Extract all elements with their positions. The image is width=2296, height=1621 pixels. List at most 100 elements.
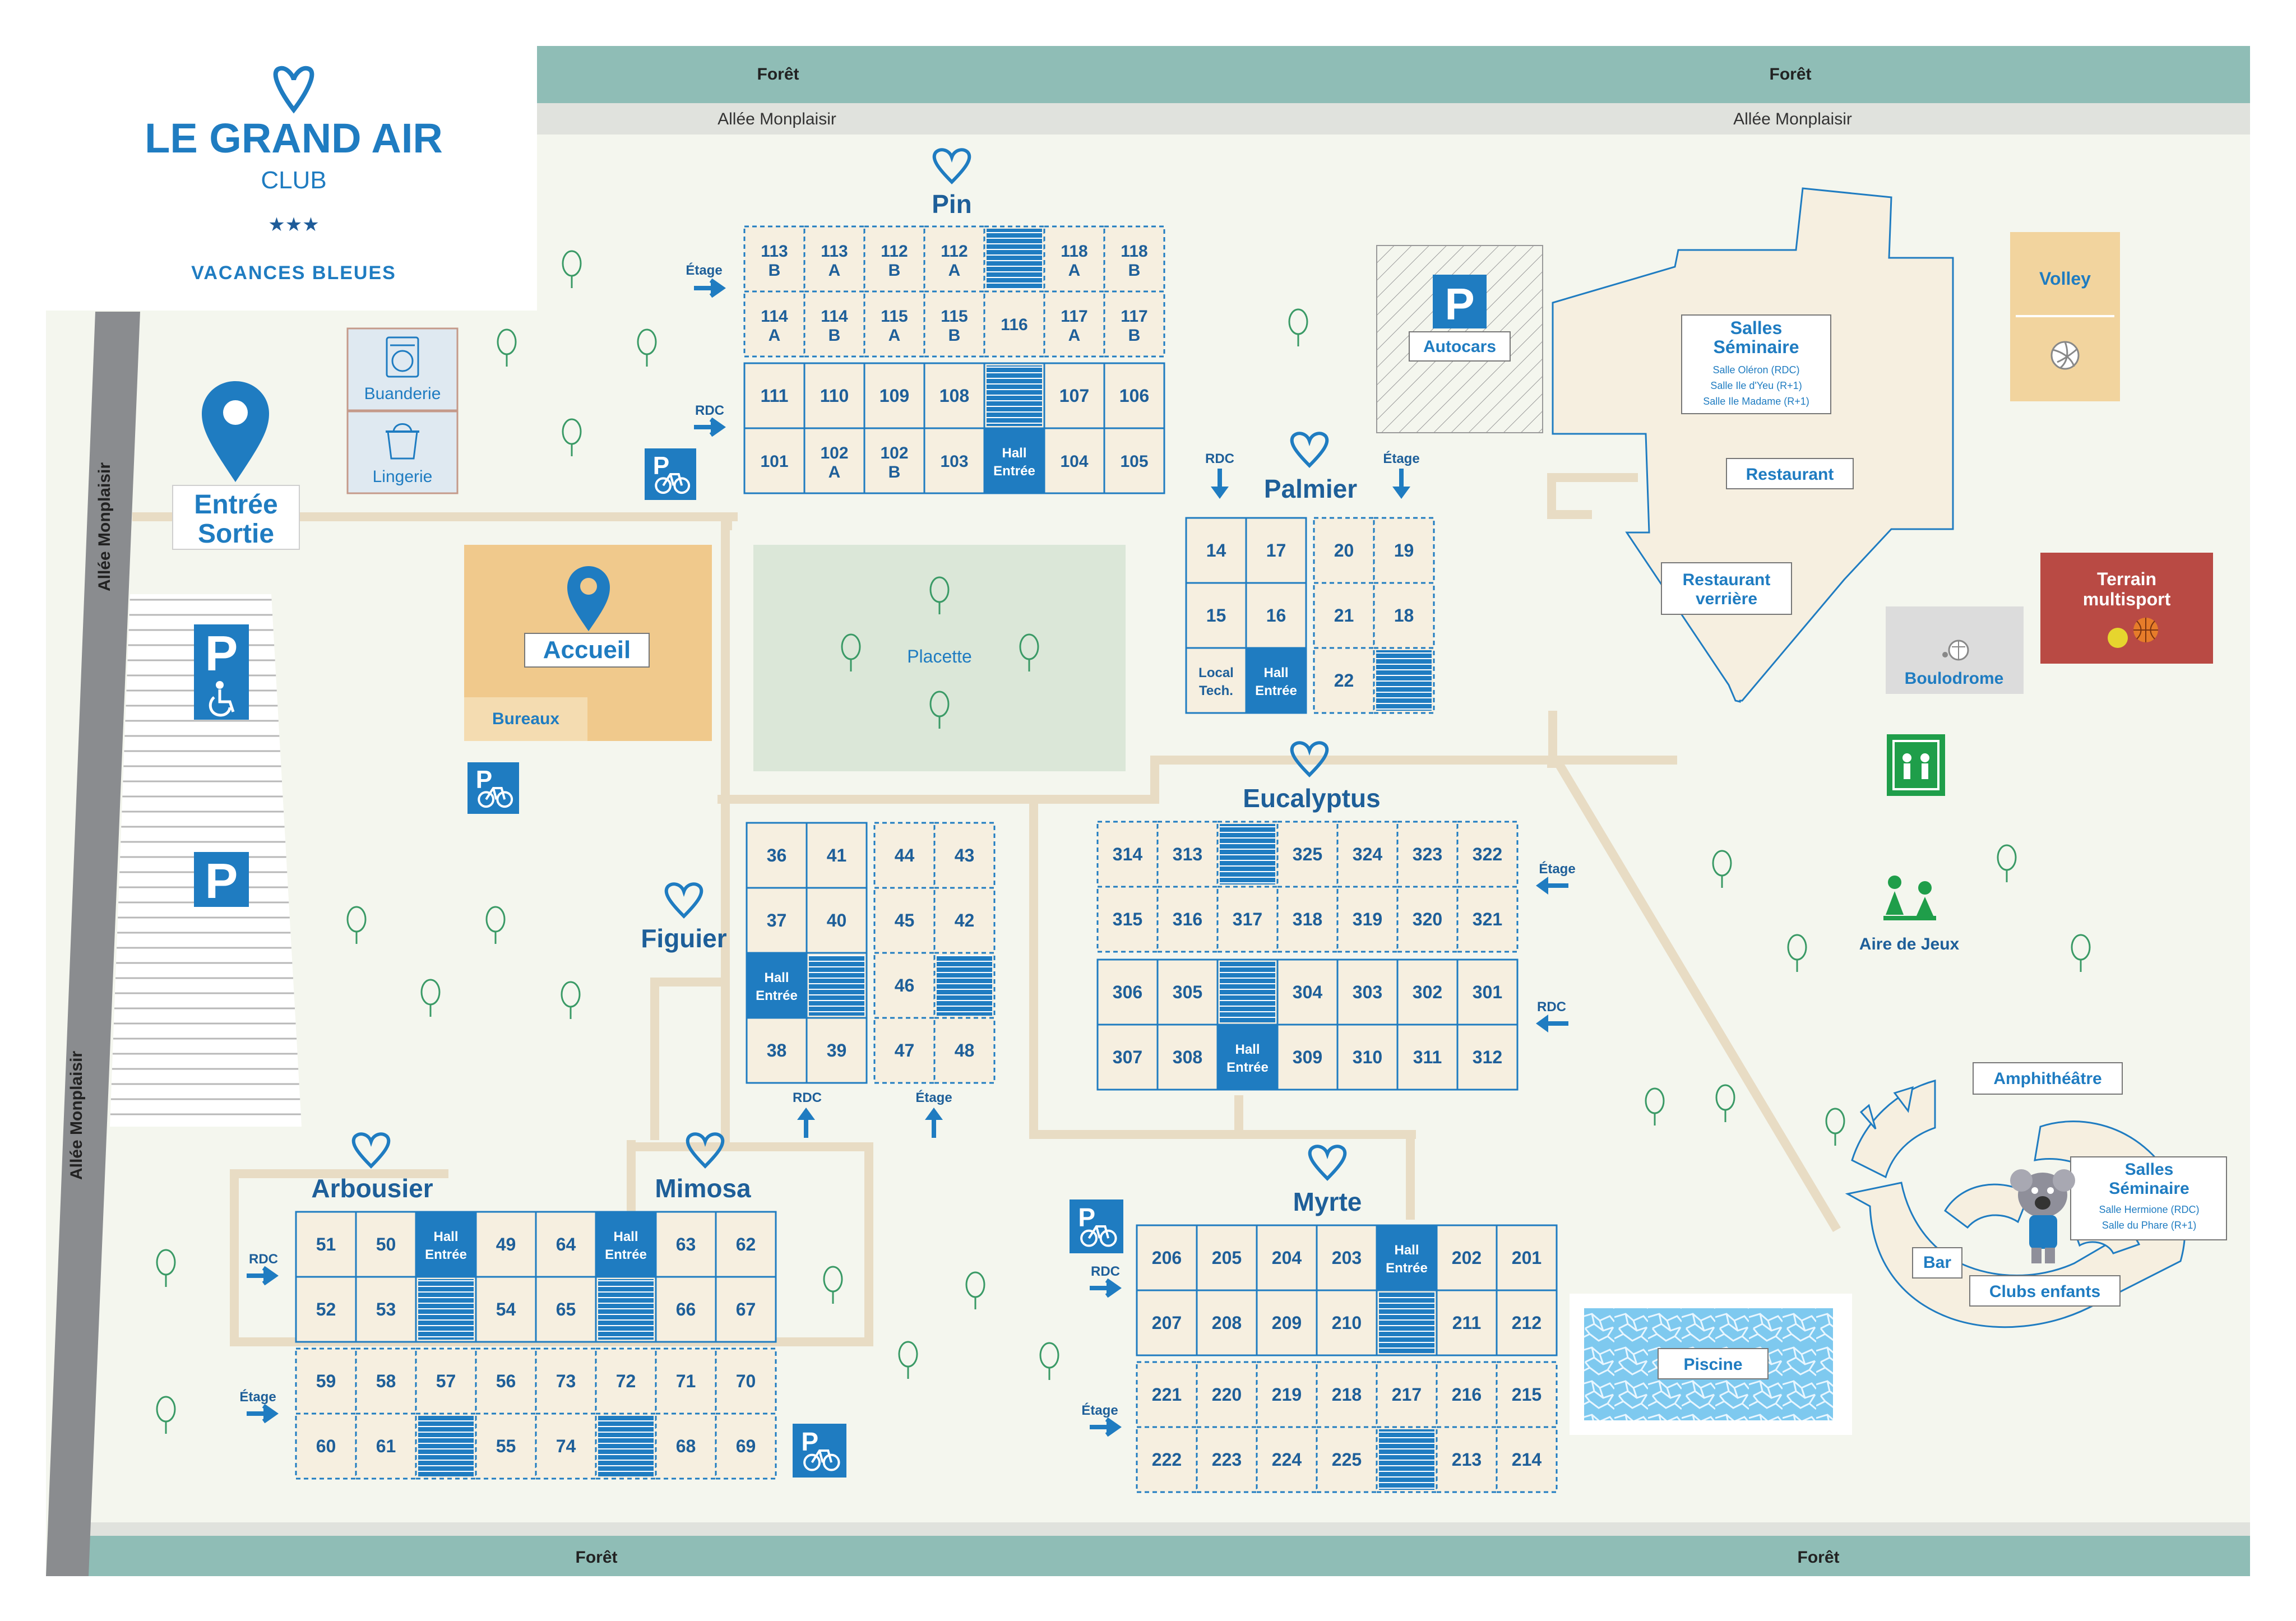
- room[interactable]: 107: [1043, 362, 1105, 429]
- room[interactable]: 47: [873, 1017, 936, 1084]
- room[interactable]: 67: [715, 1276, 777, 1343]
- room[interactable]: 303: [1336, 958, 1399, 1026]
- lingerie[interactable]: Lingerie: [346, 410, 459, 494]
- room[interactable]: 203: [1316, 1224, 1378, 1291]
- room[interactable]: 105: [1103, 427, 1165, 494]
- boulodrome[interactable]: Boulodrome: [1886, 606, 2024, 694]
- room[interactable]: 214: [1496, 1426, 1558, 1493]
- room[interactable]: 73: [535, 1347, 597, 1415]
- aire-de-jeux[interactable]: Aire de Jeux: [1859, 876, 1960, 953]
- piscine[interactable]: Piscine: [1570, 1294, 1852, 1435]
- room[interactable]: 306: [1096, 958, 1159, 1026]
- room[interactable]: 65: [535, 1276, 597, 1343]
- room[interactable]: 325: [1276, 821, 1339, 888]
- room[interactable]: 212: [1496, 1289, 1558, 1356]
- room[interactable]: 64: [535, 1211, 597, 1278]
- room[interactable]: 316: [1156, 886, 1219, 953]
- room[interactable]: 312: [1456, 1023, 1519, 1091]
- room[interactable]: 218: [1316, 1361, 1378, 1428]
- room[interactable]: 103: [923, 427, 985, 494]
- room[interactable]: 106: [1103, 362, 1165, 429]
- room[interactable]: 51: [295, 1211, 357, 1278]
- room[interactable]: 205: [1196, 1224, 1258, 1291]
- room[interactable]: 58: [355, 1347, 417, 1415]
- room[interactable]: 18: [1373, 582, 1435, 649]
- room[interactable]: 308: [1156, 1023, 1219, 1091]
- room[interactable]: 322: [1456, 821, 1519, 888]
- room[interactable]: 52: [295, 1276, 357, 1343]
- room[interactable]: 304: [1276, 958, 1339, 1026]
- room[interactable]: 71: [655, 1347, 717, 1415]
- room[interactable]: 44: [873, 822, 936, 889]
- room[interactable]: 104: [1043, 427, 1105, 494]
- room[interactable]: 19: [1373, 517, 1435, 584]
- room[interactable]: 319: [1336, 886, 1399, 953]
- room[interactable]: 311: [1396, 1023, 1459, 1091]
- room[interactable]: 45: [873, 887, 936, 954]
- room[interactable]: 101: [743, 427, 806, 494]
- room[interactable]: 21: [1313, 582, 1375, 649]
- room[interactable]: 216: [1436, 1361, 1498, 1428]
- room[interactable]: 116: [983, 290, 1045, 358]
- room[interactable]: 36: [746, 822, 808, 889]
- room[interactable]: 62: [715, 1211, 777, 1278]
- room[interactable]: 17: [1245, 517, 1307, 584]
- room[interactable]: 302: [1396, 958, 1459, 1026]
- autocars-parking[interactable]: P Autocars: [1376, 245, 1543, 433]
- room[interactable]: 69: [715, 1412, 777, 1480]
- room[interactable]: 68: [655, 1412, 717, 1480]
- room[interactable]: 305: [1156, 958, 1219, 1026]
- room[interactable]: 211: [1436, 1289, 1498, 1356]
- accueil[interactable]: Accueil Bureaux: [464, 545, 712, 741]
- room[interactable]: 222: [1136, 1426, 1198, 1493]
- room[interactable]: 55: [475, 1412, 537, 1480]
- room[interactable]: 318: [1276, 886, 1339, 953]
- room[interactable]: 39: [806, 1017, 868, 1084]
- room[interactable]: 206: [1136, 1224, 1198, 1291]
- room[interactable]: 43: [933, 822, 996, 889]
- volley-court[interactable]: Volley: [2010, 232, 2120, 401]
- room[interactable]: 210: [1316, 1289, 1378, 1356]
- room[interactable]: 60: [295, 1412, 357, 1480]
- room[interactable]: 42: [933, 887, 996, 954]
- room[interactable]: 321: [1456, 886, 1519, 953]
- room[interactable]: 310: [1336, 1023, 1399, 1091]
- room[interactable]: 207: [1136, 1289, 1198, 1356]
- room[interactable]: 40: [806, 887, 868, 954]
- room[interactable]: 314: [1096, 821, 1159, 888]
- amphitheatre-complex[interactable]: Amphithéâtre Salles Séminaire Salle Herm…: [1845, 1062, 2227, 1328]
- entrance[interactable]: Entrée Sortie: [172, 381, 300, 550]
- room[interactable]: 49: [475, 1211, 537, 1278]
- room[interactable]: 111: [743, 362, 806, 429]
- room[interactable]: 53: [355, 1276, 417, 1343]
- room[interactable]: 204: [1256, 1224, 1318, 1291]
- room[interactable]: 307: [1096, 1023, 1159, 1091]
- room[interactable]: 48: [933, 1017, 996, 1084]
- room[interactable]: 70: [715, 1347, 777, 1415]
- room[interactable]: 209: [1256, 1289, 1318, 1356]
- room[interactable]: 313: [1156, 821, 1219, 888]
- room[interactable]: 221: [1136, 1361, 1198, 1428]
- room[interactable]: 215: [1496, 1361, 1558, 1428]
- room[interactable]: 301: [1456, 958, 1519, 1026]
- room[interactable]: 110: [803, 362, 865, 429]
- room[interactable]: 224: [1256, 1426, 1318, 1493]
- terrain-multisport[interactable]: Terrain multisport: [2040, 553, 2213, 664]
- room[interactable]: 22: [1313, 647, 1375, 714]
- room[interactable]: 14: [1185, 517, 1247, 584]
- buanderie[interactable]: Buanderie: [346, 327, 459, 411]
- room[interactable]: 74: [535, 1412, 597, 1480]
